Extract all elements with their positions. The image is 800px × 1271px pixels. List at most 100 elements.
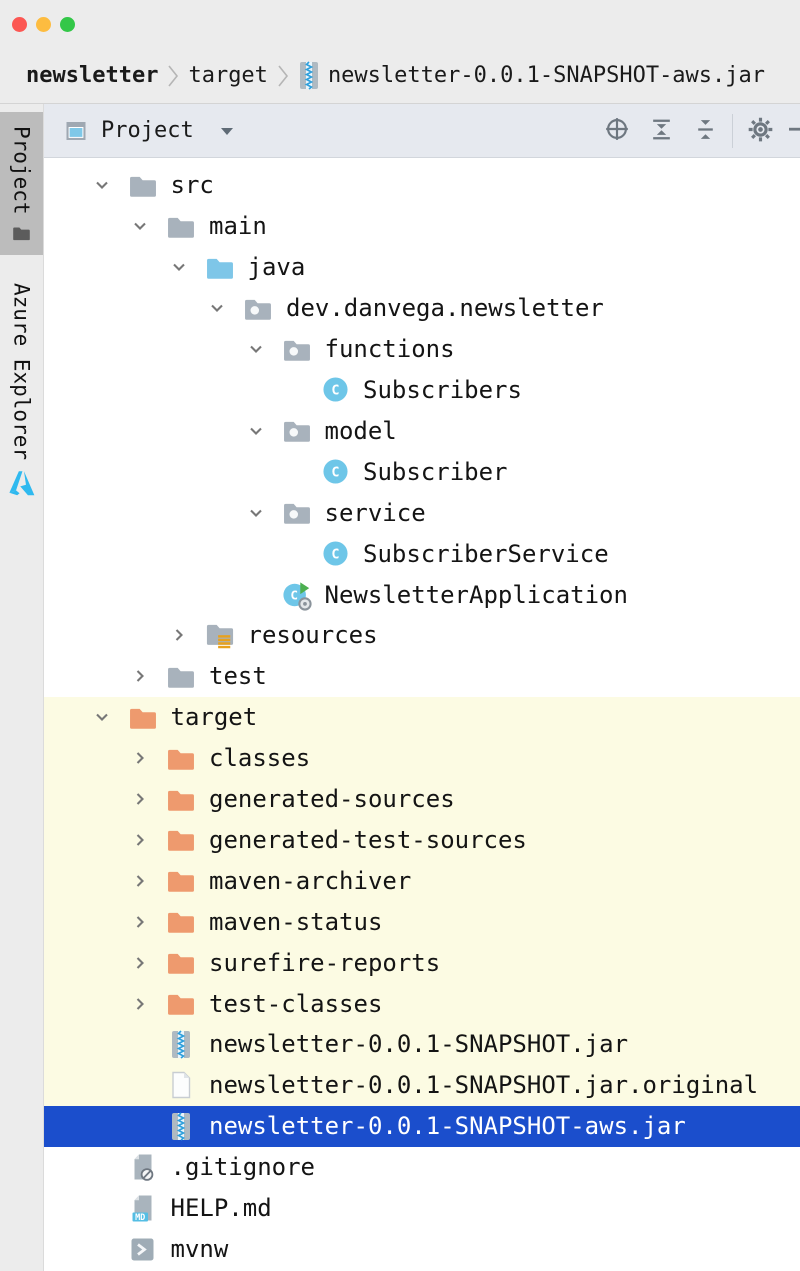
chevron-down-icon[interactable] <box>92 707 128 727</box>
tree-row[interactable]: test-classes <box>44 983 800 1024</box>
tool-window-stripe: ProjectAzure Explorer <box>0 104 44 1271</box>
tree-row-label: main <box>209 212 267 240</box>
class-run-icon: C <box>282 579 312 611</box>
sidebar-tab-label: Azure Explorer <box>10 283 34 460</box>
file-md-icon: MD <box>128 1194 158 1222</box>
class-icon: C <box>320 376 350 403</box>
folder-excluded-icon <box>166 991 196 1016</box>
title-bar <box>0 0 800 48</box>
svg-text:C: C <box>331 383 339 399</box>
close-button[interactable] <box>12 17 27 32</box>
folder-resources-icon <box>205 621 235 649</box>
breadcrumb-item[interactable]: newsletter <box>26 63 158 88</box>
tree-row-label: surefire-reports <box>209 949 440 977</box>
chevron-down-icon[interactable] <box>92 175 128 195</box>
svg-text:C: C <box>290 587 298 602</box>
tree-row-label: src <box>171 171 214 199</box>
tree-row-label: SubscriberService <box>363 540 609 568</box>
breadcrumb-item[interactable]: newsletter-0.0.1-SNAPSHOT-aws.jar <box>298 61 765 90</box>
tree-row[interactable]: .gitignore <box>44 1147 800 1188</box>
tree-row[interactable]: service <box>44 492 800 533</box>
traffic-lights <box>12 17 75 32</box>
chevron-right-icon[interactable] <box>130 871 166 891</box>
tree-row-label: test <box>209 662 267 690</box>
package-icon <box>282 418 312 443</box>
chevron-right-icon[interactable] <box>130 953 166 973</box>
chevron-right-icon[interactable] <box>130 994 166 1014</box>
chevron-right-icon[interactable] <box>130 666 166 686</box>
chevron-right-icon[interactable] <box>130 748 166 768</box>
tree-row[interactable]: mvnw <box>44 1229 800 1270</box>
chevron-right-icon[interactable] <box>130 789 166 809</box>
breadcrumb-label: newsletter-0.0.1-SNAPSHOT-aws.jar <box>328 63 765 88</box>
tree-row[interactable]: src <box>44 165 800 206</box>
tree-row[interactable]: CSubscriber <box>44 451 800 492</box>
tree-row[interactable]: surefire-reports <box>44 942 800 983</box>
folder-source-icon <box>205 255 235 280</box>
tree-row[interactable]: newsletter-0.0.1-SNAPSHOT.jar <box>44 1024 800 1065</box>
tree-row[interactable]: functions <box>44 329 800 370</box>
chevron-right-icon[interactable] <box>130 830 166 850</box>
tree-row[interactable]: C SubscriberService <box>44 533 800 574</box>
chevron-right-icon[interactable] <box>169 625 205 645</box>
class-icon: C <box>320 540 350 567</box>
zoom-button[interactable] <box>60 17 75 32</box>
file-ignored-icon <box>128 1153 158 1181</box>
folder-excluded-icon <box>166 868 196 893</box>
tree-row[interactable]: newsletter-0.0.1-SNAPSHOT-aws.jar <box>44 1106 800 1147</box>
tree-row-label: generated-sources <box>209 785 455 813</box>
folder-icon <box>166 664 196 689</box>
tree-row-label: maven-status <box>209 908 382 936</box>
chevron-down-icon[interactable] <box>246 503 282 523</box>
folder-excluded-icon <box>166 746 196 771</box>
breadcrumb-separator-icon <box>166 63 180 89</box>
tree-row-label: newsletter-0.0.1-SNAPSHOT-aws.jar <box>209 1112 686 1140</box>
select-opened-file-button[interactable] <box>595 109 639 153</box>
tree-row[interactable]: test <box>44 656 800 697</box>
tree-row-label: .gitignore <box>171 1153 316 1181</box>
chevron-down-icon[interactable] <box>220 126 234 136</box>
tree-row[interactable]: MDHELP.md <box>44 1188 800 1229</box>
tree-row[interactable]: maven-status <box>44 901 800 942</box>
chevron-right-icon[interactable] <box>130 912 166 932</box>
expand-all-button[interactable] <box>639 109 683 153</box>
sidebar-tab-label: Project <box>10 126 34 215</box>
tree-row[interactable]: generated-sources <box>44 779 800 820</box>
settings-button[interactable] <box>738 109 782 153</box>
svg-text:C: C <box>331 546 339 562</box>
chevron-down-icon[interactable] <box>130 216 166 236</box>
tree-row[interactable]: dev.danvega.newsletter <box>44 288 800 329</box>
chevron-down-icon[interactable] <box>246 421 282 441</box>
tree-row[interactable]: main <box>44 206 800 247</box>
tree-row[interactable]: CNewsletterApplication <box>44 574 800 615</box>
tree-row-label: dev.danvega.newsletter <box>286 294 604 322</box>
hide-button[interactable] <box>782 109 800 153</box>
tree-row[interactable]: model <box>44 410 800 451</box>
tree-row[interactable]: maven-archiver <box>44 860 800 901</box>
breadcrumb: newsletter target newsletter-0.0.1-SNAPSHO… <box>0 48 800 104</box>
tree-row[interactable]: generated-test-sources <box>44 820 800 861</box>
class-icon: C <box>320 458 350 485</box>
sidebar-tab-azure-explorer[interactable]: Azure Explorer <box>0 269 43 511</box>
sidebar-tab-project[interactable]: Project <box>0 112 43 255</box>
chevron-down-icon[interactable] <box>207 298 243 318</box>
collapse-all-button[interactable] <box>683 109 727 153</box>
minimize-button[interactable] <box>36 17 51 32</box>
chevron-down-icon[interactable] <box>169 257 205 277</box>
tree-row[interactable]: CSubscribers <box>44 370 800 411</box>
tree-row[interactable]: target <box>44 697 800 738</box>
expand-all-icon <box>649 117 674 145</box>
svg-text:C: C <box>331 465 339 481</box>
folder-icon <box>166 214 196 239</box>
package-icon <box>282 500 312 525</box>
file-icon <box>166 1071 196 1099</box>
tree-row[interactable]: java <box>44 247 800 288</box>
breadcrumb-item[interactable]: target <box>188 63 267 88</box>
tree-row[interactable]: newsletter-0.0.1-SNAPSHOT.jar.original <box>44 1065 800 1106</box>
tree-row[interactable]: classes <box>44 738 800 779</box>
tree-row-label: newsletter-0.0.1-SNAPSHOT.jar.original <box>209 1071 758 1099</box>
tree-row[interactable]: resources <box>44 615 800 656</box>
folder-excluded-icon <box>166 787 196 812</box>
tree-row-label: service <box>325 499 426 527</box>
chevron-down-icon[interactable] <box>246 339 282 359</box>
